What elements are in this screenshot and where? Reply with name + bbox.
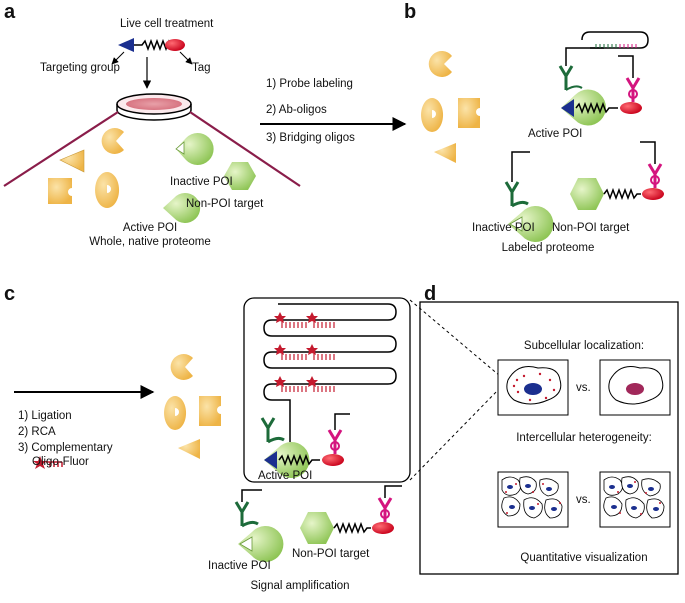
zoom-line-right	[189, 111, 301, 187]
step-cd-4: Oligo-Fluor	[32, 456, 89, 468]
active-poi-icon	[163, 193, 201, 223]
non-poi-target-icon	[224, 162, 256, 190]
step-cd-1: 1) Ligation	[18, 410, 72, 422]
labeled-proteome-label: Labeled proteome	[501, 242, 595, 254]
rca-product	[263, 303, 397, 442]
proteome-label: Whole, native proteome	[89, 236, 211, 248]
step-cd-3: 3) Complementary	[18, 442, 113, 454]
inactive-poi-label-a: Inactive POI	[170, 176, 233, 188]
non-poi-target-label-b: Non-POI target	[552, 222, 630, 234]
tag-pointer	[179, 51, 193, 65]
targeting-group-icon	[118, 38, 134, 52]
c-protein-icon	[101, 128, 124, 154]
non-poi-target-label-c: Non-POI target	[292, 548, 370, 560]
tag-icon	[165, 39, 185, 51]
inactive-poi-label-b: Inactive POI	[472, 222, 535, 234]
panel-c-art	[14, 297, 501, 562]
panel-d-art	[419, 301, 679, 575]
panel-label-d: d	[424, 283, 437, 305]
inactive-poi-icon	[176, 133, 214, 165]
vs-label-1: vs.	[576, 382, 591, 394]
live-cell-treatment-label: Live cell treatment	[120, 18, 214, 30]
signal-amplification-label: Signal amplification	[250, 580, 350, 592]
step-ab-3: 3) Bridging oligos	[266, 132, 355, 144]
active-poi-label-b: Active POI	[528, 128, 583, 140]
panel-label-a: a	[4, 1, 16, 23]
intercellular-label: Intercellular heterogeneity:	[516, 432, 652, 444]
inactive-poi-label-c: Inactive POI	[208, 560, 271, 572]
panel-d-border	[419, 301, 679, 575]
vs-label-2: vs.	[576, 494, 591, 506]
active-poi-label-a: Active POI	[122, 222, 178, 234]
step-ab-1: 1) Probe labeling	[266, 78, 353, 90]
targeting-pointer	[111, 51, 125, 65]
panel-label-b: b	[404, 1, 417, 23]
triangle-protein-icon	[59, 149, 85, 173]
fluor-star-icon	[33, 456, 47, 469]
zoom-line-left	[3, 111, 119, 187]
step-ab-2: 2) Ab-oligos	[266, 104, 327, 116]
zoom-box	[243, 297, 411, 483]
cell-culture	[126, 98, 182, 110]
square-protein-icon	[48, 178, 72, 204]
targeting-group-label: Targeting group	[40, 62, 120, 74]
panel-label-c: c	[4, 283, 16, 305]
non-poi-target-label-a: Non-POI target	[186, 198, 264, 210]
tag-label: Tag	[192, 62, 211, 74]
quantitative-visualization-label: Quantitative visualization	[520, 552, 648, 564]
panel-b-art	[421, 31, 664, 242]
subcellular-label: Subcellular localization:	[523, 340, 645, 352]
oval-protein-icon	[95, 172, 120, 208]
step-cd-2: 2) RCA	[18, 426, 56, 438]
active-poi-label-c: Active POI	[258, 470, 313, 482]
panel-a-art	[3, 38, 301, 223]
